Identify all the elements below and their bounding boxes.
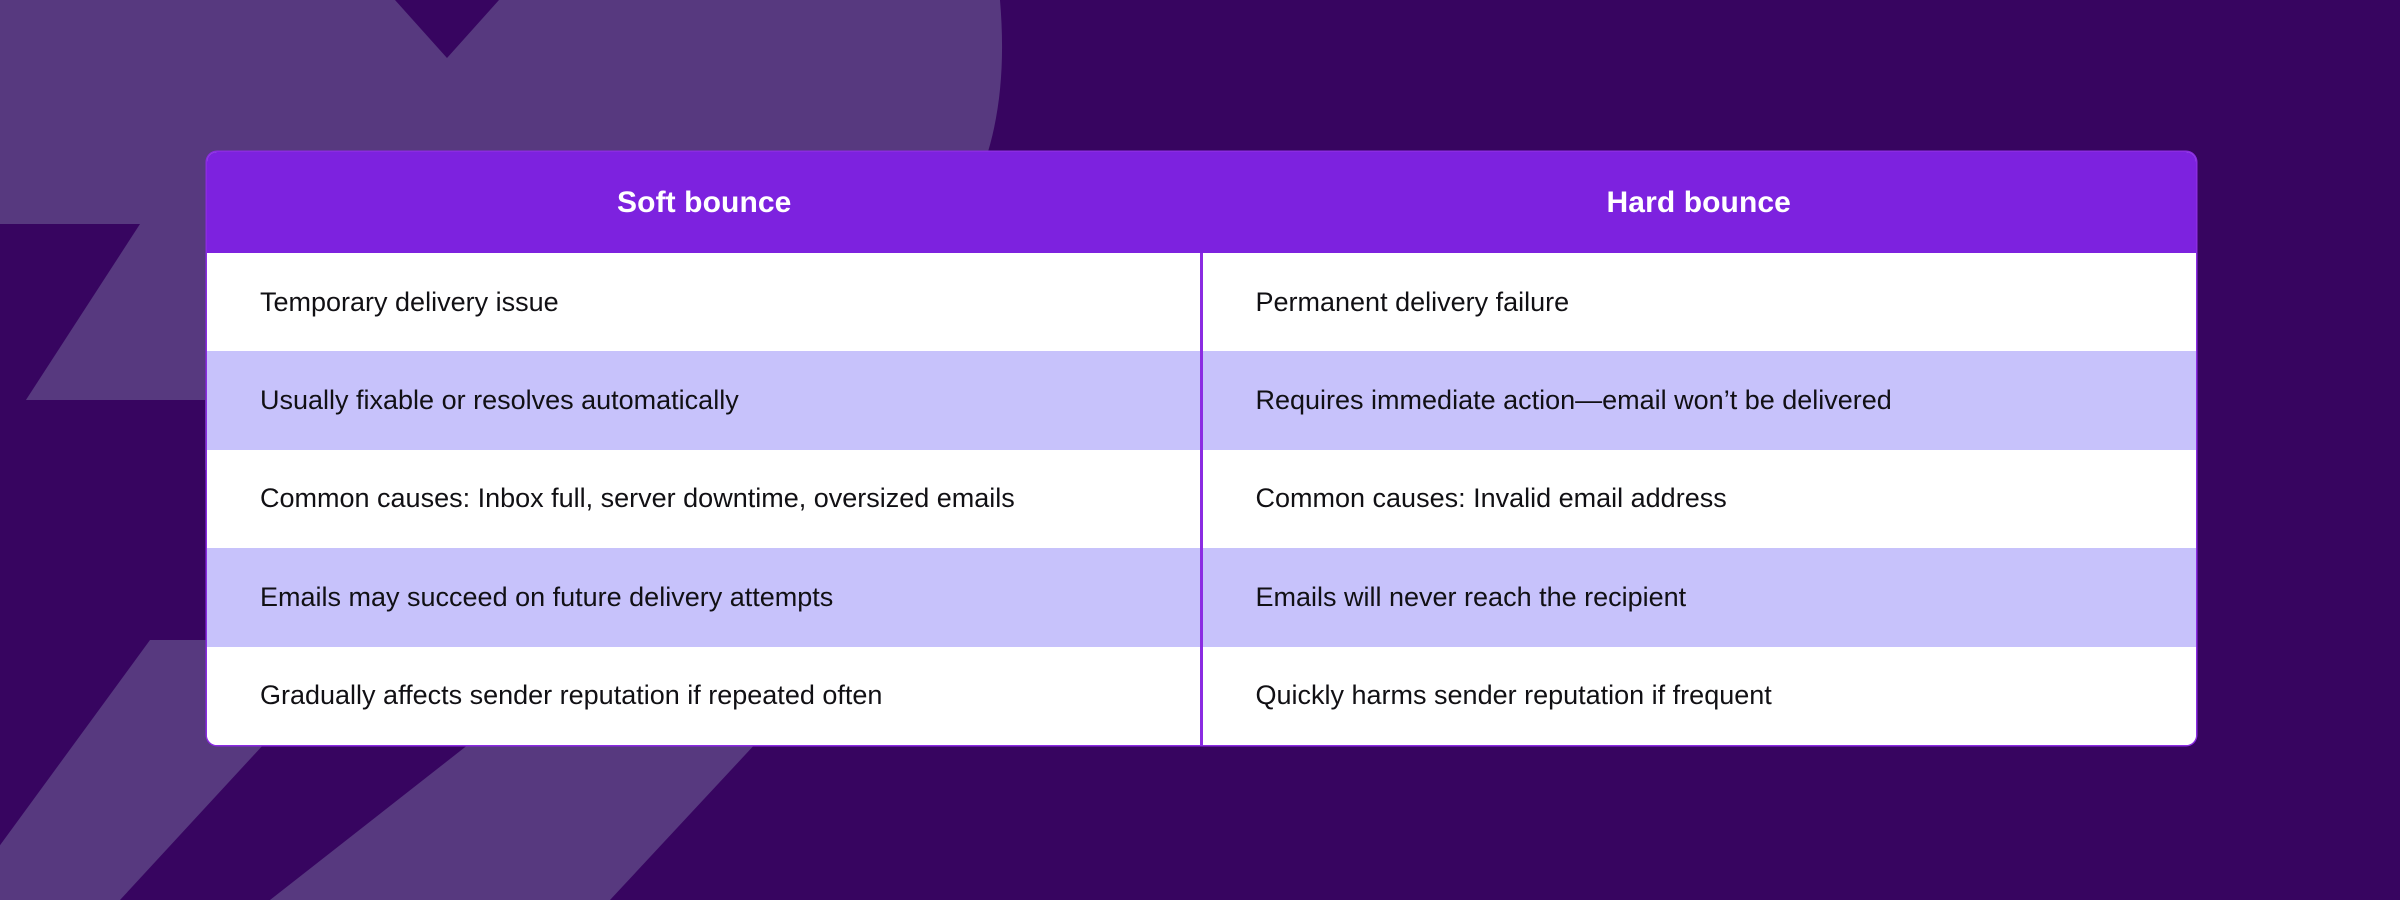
cell-soft-bounce: Common causes: Inbox full, server downti… [207,450,1202,548]
cell-soft-bounce: Temporary delivery issue [207,253,1202,351]
cell-hard-bounce: Requires immediate action—email won’t be… [1202,351,2197,449]
cell-text: Emails may succeed on future delivery at… [260,581,834,612]
cell-soft-bounce: Gradually affects sender reputation if r… [207,647,1202,745]
table-row: Temporary delivery issue Permanent deliv… [207,253,2197,352]
table-row: Usually fixable or resolves automaticall… [207,351,2197,450]
cell-text: Common causes: Invalid email address [1255,483,1727,514]
cell-text: Quickly harms sender reputation if frequ… [1255,680,1772,711]
comparison-table: Soft bounce Hard bounce Temporary delive… [207,152,2196,745]
cell-text: Common causes: Inbox full, server downti… [260,483,1015,514]
cell-soft-bounce: Usually fixable or resolves automaticall… [207,351,1202,449]
table-body: Temporary delivery issue Permanent deliv… [207,253,2196,745]
cell-soft-bounce: Emails may succeed on future delivery at… [207,548,1202,646]
column-header-soft-bounce-label: Soft bounce [617,185,792,219]
cell-text: Temporary delivery issue [260,286,559,317]
table-row: Common causes: Inbox full, server downti… [207,449,2197,549]
column-header-hard-bounce: Hard bounce [1202,152,2197,253]
cell-text: Emails will never reach the recipient [1255,581,1687,612]
cell-text: Gradually affects sender reputation if r… [260,680,883,711]
cell-hard-bounce: Common causes: Invalid email address [1202,450,2197,548]
cell-text: Permanent delivery failure [1255,286,1570,317]
table-header-row: Soft bounce Hard bounce [207,152,2196,253]
column-header-hard-bounce-label: Hard bounce [1606,185,1791,219]
table-row: Emails may succeed on future delivery at… [207,548,2197,647]
cell-text: Requires immediate action—email won’t be… [1255,385,1892,416]
cell-hard-bounce: Permanent delivery failure [1202,253,2197,351]
cell-hard-bounce: Emails will never reach the recipient [1202,548,2197,646]
cell-text: Usually fixable or resolves automaticall… [260,385,739,416]
background-wedge-left [0,224,140,440]
cell-hard-bounce: Quickly harms sender reputation if frequ… [1202,647,2197,745]
column-header-soft-bounce: Soft bounce [207,152,1202,253]
comparison-table-card: Soft bounce Hard bounce Temporary delive… [207,152,2196,745]
table-row: Gradually affects sender reputation if r… [207,646,2197,745]
